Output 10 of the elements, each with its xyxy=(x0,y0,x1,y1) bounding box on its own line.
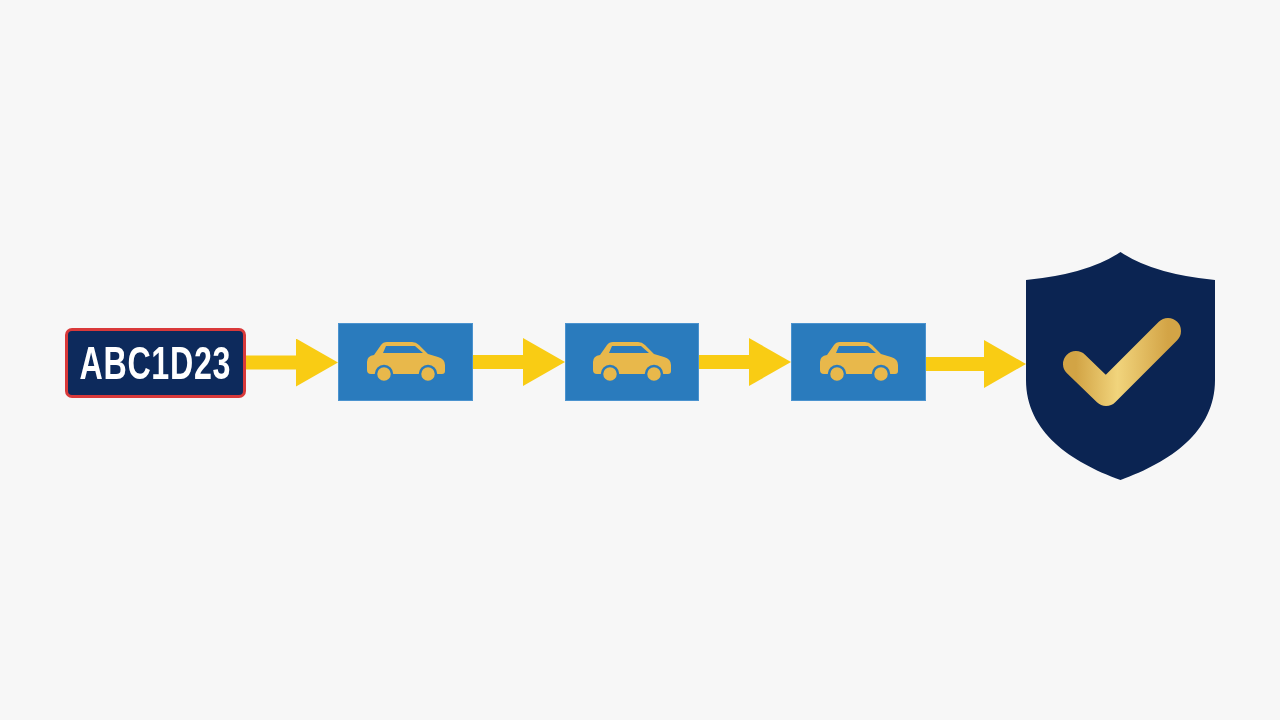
process-box xyxy=(338,323,473,401)
arrow xyxy=(926,340,1026,388)
shield-check-icon xyxy=(1026,252,1215,480)
process-box xyxy=(791,323,926,401)
arrow xyxy=(246,338,338,387)
process-box xyxy=(565,323,699,401)
arrow xyxy=(699,338,791,386)
plate-number: ABC1D23 xyxy=(79,340,232,386)
license-plate xyxy=(65,328,246,398)
arrow xyxy=(473,338,565,386)
